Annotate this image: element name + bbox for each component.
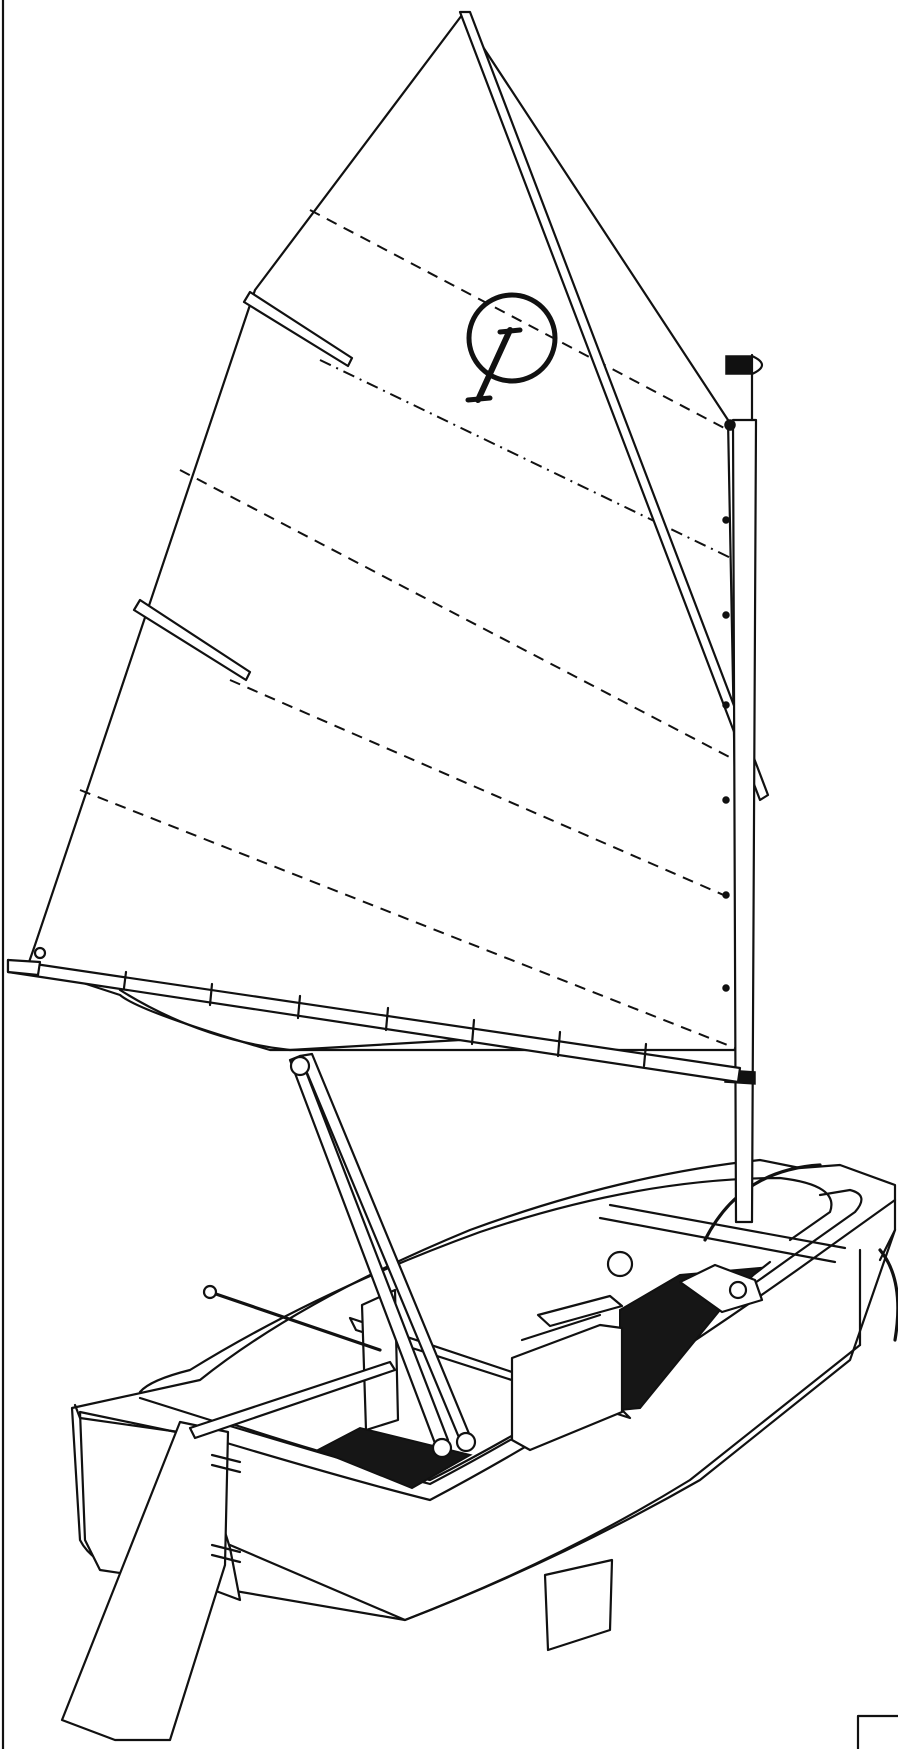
mast: [722, 353, 764, 1224]
cockpit-coaming: [138, 1176, 833, 1394]
strut-foot-left: [431, 1437, 453, 1459]
hull-chine: [228, 1343, 862, 1622]
sail-foot: [118, 988, 462, 1052]
tiller: [188, 1360, 397, 1440]
upper-batten: [242, 290, 354, 368]
tiller-extension: [208, 1290, 382, 1352]
sail: [26, 13, 742, 1052]
buoyancy-bag-port: [606, 1250, 634, 1278]
sail-insignia-icon: [465, 292, 558, 403]
seat-box-lid: [520, 1313, 602, 1342]
boom: [6, 946, 742, 1084]
daggerboard-blade: [543, 1558, 614, 1652]
boom-ties: [122, 970, 648, 1068]
lower-batten: [132, 598, 252, 682]
sail-panel: [26, 13, 742, 1052]
mast-step-knob: [728, 1280, 748, 1300]
bow-deck: [598, 1216, 837, 1264]
sail-seam-4: [229, 679, 736, 901]
rudder-pintle-upper: [210, 1453, 242, 1474]
seat-box: [510, 1323, 624, 1452]
mast-ties: [722, 419, 736, 992]
boom-end: [6, 958, 42, 977]
rudder-blade: [60, 1420, 230, 1742]
bow-deck-edge: [608, 1203, 847, 1250]
sail-seam-3: [179, 469, 736, 761]
gunwale-rim-outer: [73, 1198, 897, 1502]
mast-step: [678, 1263, 764, 1314]
clew-ring: [33, 946, 47, 960]
strut-top-fitting: [289, 1055, 311, 1077]
cockpit-floor-aft: [315, 1426, 473, 1490]
boom-vang-struts: [288, 1052, 477, 1459]
sail-seam-1: [309, 209, 729, 431]
mast-spar: [731, 418, 758, 1224]
sprit: [458, 10, 770, 802]
sail-seam-5: [79, 789, 741, 1051]
tiller-extension-knob: [202, 1284, 218, 1300]
rudder-pintle-lower: [210, 1543, 242, 1564]
strut-foot-right: [455, 1431, 477, 1453]
corner-box: [856, 1714, 898, 1749]
seat-box-top: [536, 1294, 624, 1328]
burgee-icon: [725, 353, 764, 422]
hull: [60, 1158, 898, 1742]
